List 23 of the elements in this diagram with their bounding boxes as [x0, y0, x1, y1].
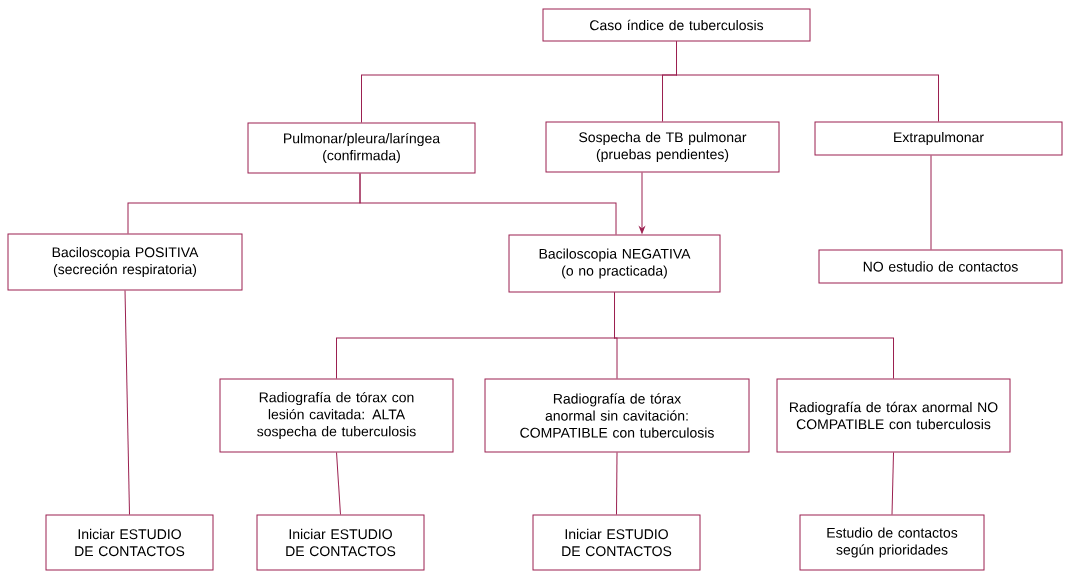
connector	[336, 452, 341, 515]
flow-box: Iniciar ESTUDIO DE CONTACTOS	[45, 514, 214, 571]
connector	[891, 452, 894, 515]
connector	[124, 290, 130, 515]
flow-box: Extrapulmonar	[814, 121, 1063, 156]
flow-box: Radiografía de tórax anormal NO COMPATIBLE con tuberculosis	[776, 378, 1011, 453]
connector	[359, 173, 617, 235]
flow-box: Estudio de contactos según prioridades	[799, 514, 985, 571]
flow-box: Baciloscopia POSITIVA (secreción respiratoria)	[7, 233, 243, 291]
connector	[614, 292, 894, 379]
connector	[639, 172, 645, 234]
flow-box: Sospecha de TB pulmonar (pruebas pendientes)	[545, 121, 780, 173]
flow-box: Pulmonar/pleura/laríngea (confirmada)	[247, 122, 476, 174]
flow-box: Radiografía de tórax con lesión cavitada: ALTA sospecha de tuberculosis	[219, 378, 454, 453]
connector	[616, 452, 618, 515]
flow-box: Baciloscopia NEGATIVA (o no practicada)	[508, 234, 721, 293]
flow-box: Caso índice de tuberculosis	[542, 8, 811, 42]
flow-box: Iniciar ESTUDIO DE CONTACTOS	[532, 514, 701, 571]
flow-box: Iniciar ESTUDIO DE CONTACTOS	[256, 514, 425, 571]
connector	[676, 41, 939, 122]
connector	[930, 155, 932, 250]
flow-box: NO estudio de contactos	[818, 249, 1063, 284]
flow-box: Radiografía de tórax anormal sin cavitación: COMPATIBLE con tuberculosis	[484, 378, 750, 453]
